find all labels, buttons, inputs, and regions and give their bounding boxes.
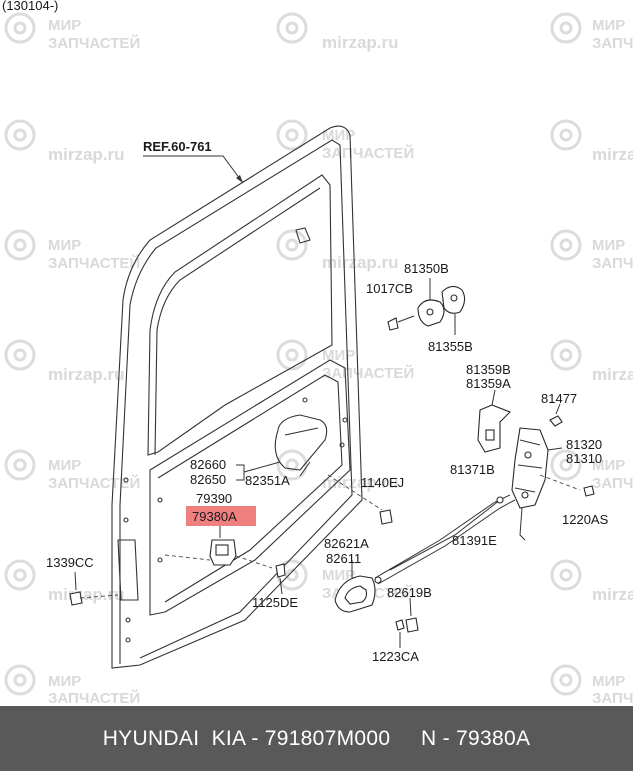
part-1140EJ [327,474,393,525]
label-79390: 79390 [196,491,232,506]
frame-holes [123,397,348,643]
watermark-line1: МИР [592,17,625,34]
label-82619B: 82619B [387,585,432,600]
label-1125DE: 1125DE [252,595,298,610]
label-81320: 81320 [566,437,602,452]
part-number-footer: HYUNDAI KIA - 791807M000 N - 79380A [0,706,633,771]
watermark-domain: mirzap.ru [48,145,125,164]
watermark-domain: mirzap.ru [592,145,633,164]
label-82611: 82611 [326,551,361,566]
part-81350B-81355B [387,278,466,335]
watermark-line2: ЗАПЧАСТЕЙ [322,144,414,162]
part-latch-81320 [511,403,595,541]
label-1140EJ: 1140EJ [361,475,404,490]
watermark-line1: МИР [48,237,81,254]
watermark-domain: mirzap.ru [322,33,399,52]
part-81359-bracket [477,389,511,453]
watermark-line2: ЗАПЧАСТЕЙ [48,34,140,52]
watermark-domain: mirzap.ru [592,585,633,604]
part-82619B-1223CA [395,597,419,648]
label-1339CC: 1339CC [46,555,94,570]
label-82621A: 82621A [324,536,369,551]
door-parts-diagram: МИР ЗАПЧАСТЕЙ mirzap.ru МИР ЗАПЧАСТЕЙ mi… [2,0,633,706]
watermark-domain: mirzap.ru [48,365,125,384]
watermark-logo-icon [4,12,582,696]
label-81359A: 81359A [466,376,511,391]
label-1223CA: 1223CA [372,649,419,664]
part-inner-handle-82621A [334,560,376,613]
watermark-line2: ЗАПЧАСТЕЙ [592,689,633,706]
part-1339CC [69,591,119,606]
watermark-line2: ЗАПЧАСТЕЙ [592,474,633,492]
label-1017CB: 1017CB [366,281,413,296]
ref-callout: REF.60-761 [143,139,244,184]
label-81359B: 81359B [466,362,511,377]
part-rods-81371B [374,494,516,585]
watermark-line1: МИР [322,567,355,584]
watermark-line1: МИР [48,457,81,474]
label-81355B: 81355B [428,339,473,354]
part-79380A-lock-link [164,526,286,578]
highlight-79380A [186,506,256,526]
label-1220AS: 1220AS [562,512,609,527]
watermark-domain: mirzap.ru [48,585,125,604]
label-81310: 81310 [566,451,602,466]
label-79380A[interactable]: 79380A [192,509,237,524]
watermark-line2: ЗАПЧАСТЕЙ [48,689,140,706]
watermark-line1: МИР [48,17,81,34]
watermark-line1: МИР [48,673,81,690]
door-frame [111,125,363,669]
watermark-domain: mirzap.ru [592,365,633,384]
watermark-domain: mirzap.ru [322,253,399,272]
watermark-line1: МИР [592,673,625,690]
watermark-line2: ЗАПЧАСТЕЙ [592,254,633,272]
label-82351A: 82351A [245,473,290,488]
watermark-line2: ЗАПЧАСТЕЙ [592,34,633,52]
label-81350B: 81350B [404,261,449,276]
watermark-layer: МИР ЗАПЧАСТЕЙ mirzap.ru МИР ЗАПЧАСТЕЙ mi… [4,12,633,706]
watermark-line2: ЗАПЧАСТЕЙ [48,254,140,272]
watermark-line2: ЗАПЧАСТЕЙ [322,364,414,382]
label-81371B: 81371B [450,462,495,477]
watermark-line1: МИР [592,457,625,474]
label-82660: 82660 [190,457,226,472]
ref-label: REF.60-761 [143,139,212,154]
label-81391E: 81391E [452,533,497,548]
date-range-label: (130104-) [2,0,58,13]
watermark-line2: ЗАПЧАСТЕЙ [48,474,140,492]
watermark-line1: МИР [322,127,355,144]
label-81477: 81477 [541,391,577,406]
label-82650: 82650 [190,472,226,487]
watermark-line1: МИР [592,237,625,254]
